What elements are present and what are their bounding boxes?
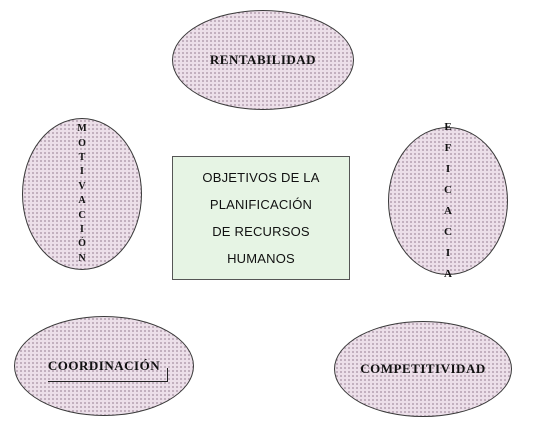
oval-coordinacion: COORDINACIÓN: [14, 316, 194, 416]
center-objectives-box: OBJETIVOS DE LA PLANIFICACIÓN DE RECURSO…: [172, 156, 350, 280]
coordinacion-frame: COORDINACIÓN: [44, 355, 169, 382]
letter-eficacia: C: [444, 184, 452, 196]
letter-eficacia: I: [445, 247, 451, 259]
oval-rentabilidad: RENTABILIDAD: [172, 10, 354, 110]
letter-motivacion: M: [77, 123, 87, 135]
label-eficacia-vertical: E F I C A C I A: [444, 117, 452, 285]
letter-eficacia: A: [444, 268, 452, 280]
letter-motivacion: Ó: [78, 238, 86, 250]
center-line: OBJETIVOS DE LA: [202, 170, 320, 185]
letter-motivacion: N: [78, 252, 86, 264]
letter-motivacion: I: [80, 166, 84, 178]
letter-motivacion: O: [78, 137, 86, 149]
letter-eficacia: E: [444, 121, 452, 133]
label-rentabilidad: RENTABILIDAD: [209, 52, 317, 67]
center-line: DE RECURSOS: [212, 224, 310, 239]
oval-eficacia: E F I C A C I A: [388, 122, 508, 280]
center-line: HUMANOS: [227, 251, 295, 266]
label-competitividad: COMPETITIVIDAD: [360, 361, 486, 376]
letter-eficacia: F: [444, 142, 452, 154]
letter-motivacion: I: [80, 223, 84, 235]
letter-motivacion: T: [78, 152, 86, 164]
label-coordinacion: COORDINACIÓN: [47, 357, 161, 373]
label-motivacion-vertical: M O T I V A C I Ó N: [77, 122, 86, 266]
letter-eficacia: C: [444, 226, 452, 238]
letter-motivacion: A: [78, 195, 86, 207]
letter-motivacion: V: [78, 180, 86, 192]
letter-motivacion: C: [78, 209, 86, 221]
letter-eficacia: A: [444, 205, 452, 217]
center-line: PLANIFICACIÓN: [209, 197, 313, 212]
oval-competitividad: COMPETITIVIDAD: [334, 321, 512, 417]
oval-motivacion: M O T I V A C I Ó N: [22, 118, 142, 270]
letter-eficacia: I: [445, 163, 451, 175]
